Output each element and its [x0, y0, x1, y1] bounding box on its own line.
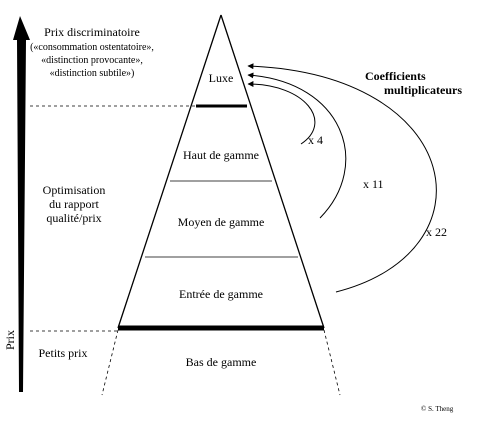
coef-x11: x 11	[363, 177, 384, 191]
price-axis-arrow	[13, 16, 30, 392]
optimisation-line-1: Optimisation	[43, 183, 106, 197]
tier-bas-de-gamme: Bas de gamme	[186, 355, 257, 369]
coef-x4: x 4	[308, 133, 323, 147]
coefficients-title-line-1: Coefficients	[365, 69, 426, 83]
bas-right-dashed	[323, 329, 341, 396]
label-optimisation: Optimisation du rapport qualité/prix	[43, 183, 106, 225]
prix-discriminatoire-line-2: «distinction provocante»,	[41, 55, 143, 66]
pyramid	[101, 14, 341, 396]
label-petits-prix: Petits prix	[38, 346, 87, 360]
coefficients-title: Coefficients multiplicateurs	[365, 69, 462, 97]
tier-entree-de-gamme: Entrée de gamme	[179, 287, 263, 301]
arc-x11	[247, 72, 347, 219]
tier-haut-de-gamme: Haut de gamme	[183, 148, 259, 162]
pyramid-right-edge	[220, 14, 325, 329]
price-axis-label: Prix	[3, 330, 17, 350]
optimisation-line-3: qualité/prix	[46, 211, 101, 225]
tier-moyen-de-gamme: Moyen de gamme	[178, 215, 265, 229]
bas-left-dashed	[101, 329, 119, 396]
pyramid-left-edge	[117, 14, 222, 329]
prix-discriminatoire-line-3: «distinction subtile»)	[50, 68, 135, 79]
tier-luxe: Luxe	[209, 71, 234, 85]
price-axis: Prix	[3, 16, 30, 392]
prix-discriminatoire-line-1: («consommation ostentatoire»,	[30, 42, 154, 53]
prix-discriminatoire-title: Prix discriminatoire	[44, 25, 140, 39]
arc-x22	[247, 63, 437, 293]
coefficients-title-line-2: multiplicateurs	[384, 83, 462, 97]
optimisation-line-2: du rapport	[49, 197, 99, 211]
label-prix-discriminatoire: Prix discriminatoire («consommation oste…	[30, 25, 154, 79]
coefficient-arcs	[247, 63, 437, 293]
coef-x22: x 22	[426, 225, 447, 239]
arc-x4	[247, 81, 316, 145]
credit: © S. Theng	[421, 405, 454, 413]
